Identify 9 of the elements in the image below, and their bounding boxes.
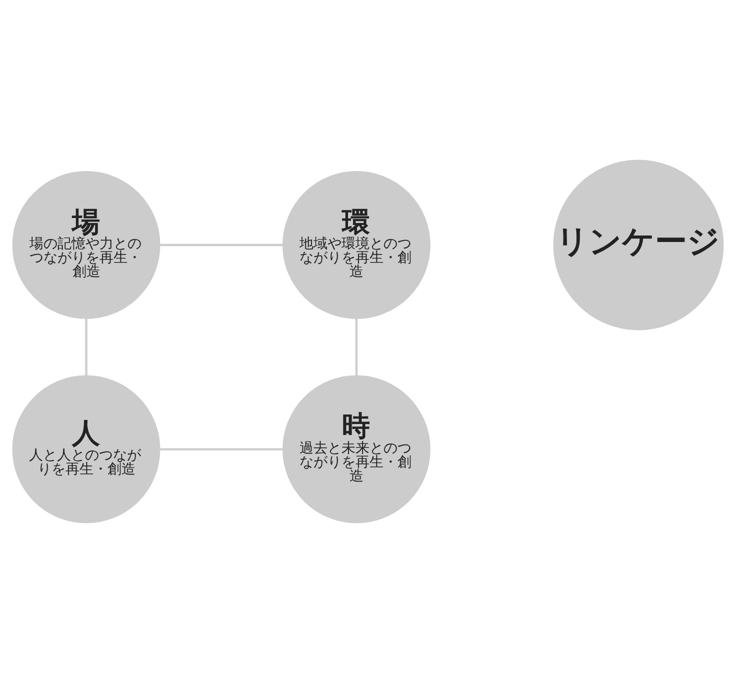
connector <box>160 448 283 450</box>
connector <box>355 318 358 376</box>
connector <box>160 244 283 246</box>
node-circle: 時 過去と未来とのつながりを再生・創造 <box>282 375 430 524</box>
node-circle: リンケージ <box>553 160 724 330</box>
node-circle: 人 人と人とのつながりを再生・創造 <box>12 375 160 524</box>
connector <box>85 318 88 376</box>
node-circle: 場 場の記憶や力とのつながりを再生・創造 <box>12 171 160 319</box>
node-circle: 環 地域や環境とのつながりを再生・創造 <box>282 171 430 319</box>
